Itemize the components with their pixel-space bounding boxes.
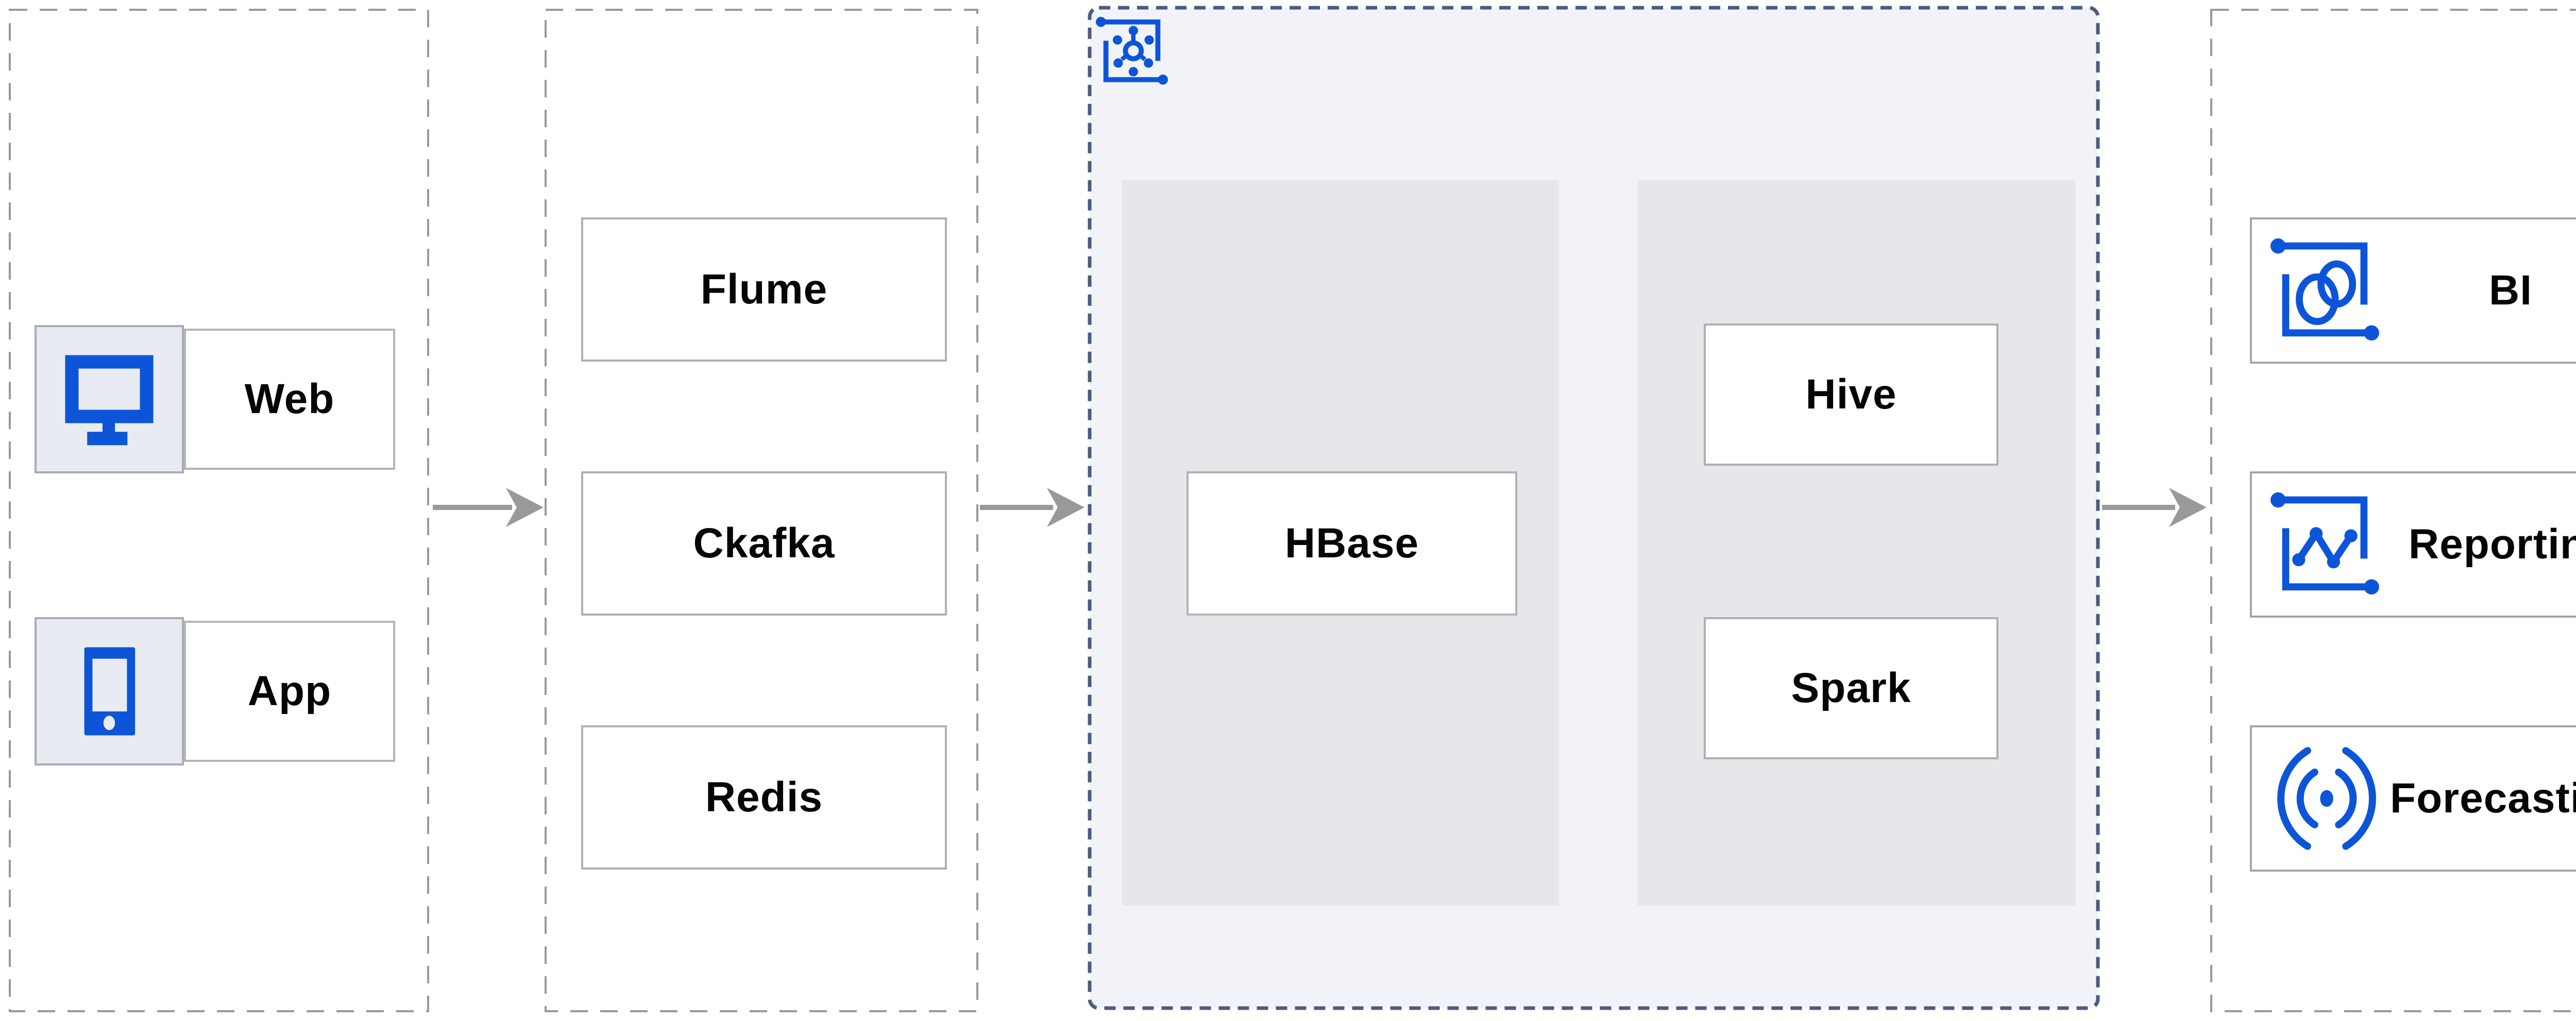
node-label-cell: App xyxy=(184,621,395,762)
arrow-clients-to-ingestion xyxy=(433,488,544,527)
node-label: Reporting xyxy=(2408,521,2576,568)
node-label: Spark xyxy=(1791,665,1911,711)
node-ckafka: Ckafka xyxy=(581,471,947,616)
node-label: Forecasting xyxy=(2390,775,2576,822)
node-label: App xyxy=(247,668,332,714)
signal-waves-icon xyxy=(2277,747,2376,850)
ingestion-group-border xyxy=(545,9,978,1012)
node-hbase: HBase xyxy=(1187,471,1517,616)
line-chart-icon xyxy=(2270,492,2379,595)
node-label-cell: Forecasting xyxy=(2390,774,2576,823)
node-app: App xyxy=(35,617,395,765)
node-spark: Spark xyxy=(1704,617,1998,759)
node-label: Web xyxy=(244,376,335,422)
node-forecasting: Forecasting xyxy=(2250,725,2576,872)
arrow-platform-to-consumers xyxy=(2102,488,2207,527)
node-label: Redis xyxy=(705,774,823,821)
compute-panel xyxy=(1637,180,2075,906)
clients-group-border xyxy=(9,9,429,1012)
node-label: HBase xyxy=(1284,520,1419,567)
node-label-cell: Reporting xyxy=(2390,520,2576,569)
node-label: Flume xyxy=(700,266,828,313)
node-reporting: Reporting xyxy=(2250,471,2576,618)
cluster-network-icon xyxy=(1096,16,1168,85)
node-label: Ckafka xyxy=(693,520,835,567)
arrow-ingestion-to-platform xyxy=(980,488,1084,527)
overlapping-circles-icon xyxy=(2270,238,2379,341)
node-flume: Flume xyxy=(581,217,947,362)
node-label: BI xyxy=(2489,267,2532,314)
node-bi: BI xyxy=(2250,217,2576,364)
node-label-cell: BI xyxy=(2390,266,2576,315)
node-redis: Redis xyxy=(581,725,947,870)
node-web: Web xyxy=(35,325,395,473)
node-label: Hive xyxy=(1805,371,1897,418)
monitor-icon xyxy=(35,325,184,473)
consumers-group-border xyxy=(2210,9,2576,1012)
node-label-cell: Web xyxy=(184,329,395,470)
node-hive: Hive xyxy=(1704,324,1998,466)
mobile-phone-icon xyxy=(35,617,184,765)
